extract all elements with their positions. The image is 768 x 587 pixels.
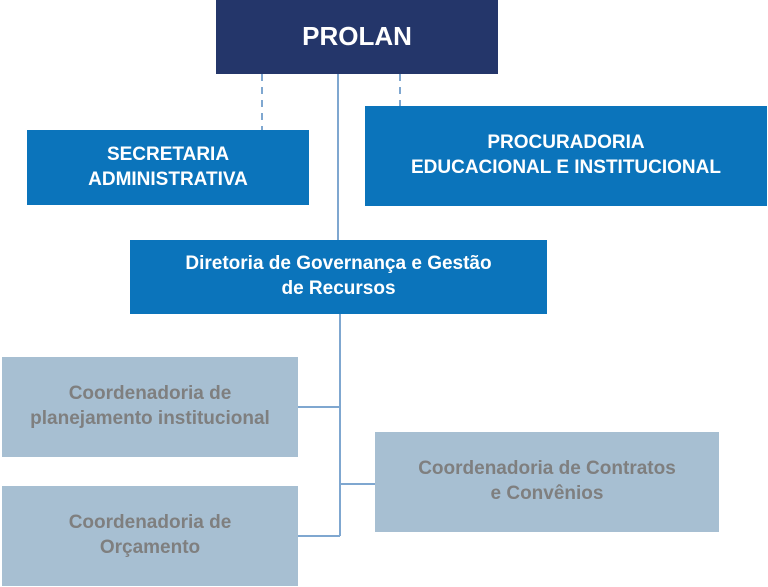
secretaria-label: SECRETARIA ADMINISTRATIVA [88,143,248,190]
diretoria-box: Diretoria de Governança e Gestão de Recu… [130,240,547,314]
prolan-label: PROLAN [302,21,412,52]
coordenadoria-orcamento-label: Coordenadoria de Orçamento [68,512,232,558]
coordenadoria-planejamento-label: Coordenadoria de planejamento institucio… [30,383,270,429]
diretoria-label: Diretoria de Governança e Gestão de Recu… [185,253,492,299]
coordenadoria-orcamento-box: Coordenadoria de Orçamento [2,486,298,586]
coordenadoria-planejamento-box: Coordenadoria de planejamento institucio… [2,357,298,457]
coordenadoria-contratos-label: Coordenadoria de Contratos e Convênios [418,458,676,504]
coordenadoria-contratos-box: Coordenadoria de Contratos e Convênios [375,432,719,532]
procuradoria-label: PROCURADORIA EDUCACIONAL E INSTITUCIONAL [411,132,721,178]
procuradoria-box: PROCURADORIA EDUCACIONAL E INSTITUCIONAL [365,106,767,206]
secretaria-box: SECRETARIA ADMINISTRATIVA [27,130,309,205]
prolan-box: PROLAN [216,0,498,74]
